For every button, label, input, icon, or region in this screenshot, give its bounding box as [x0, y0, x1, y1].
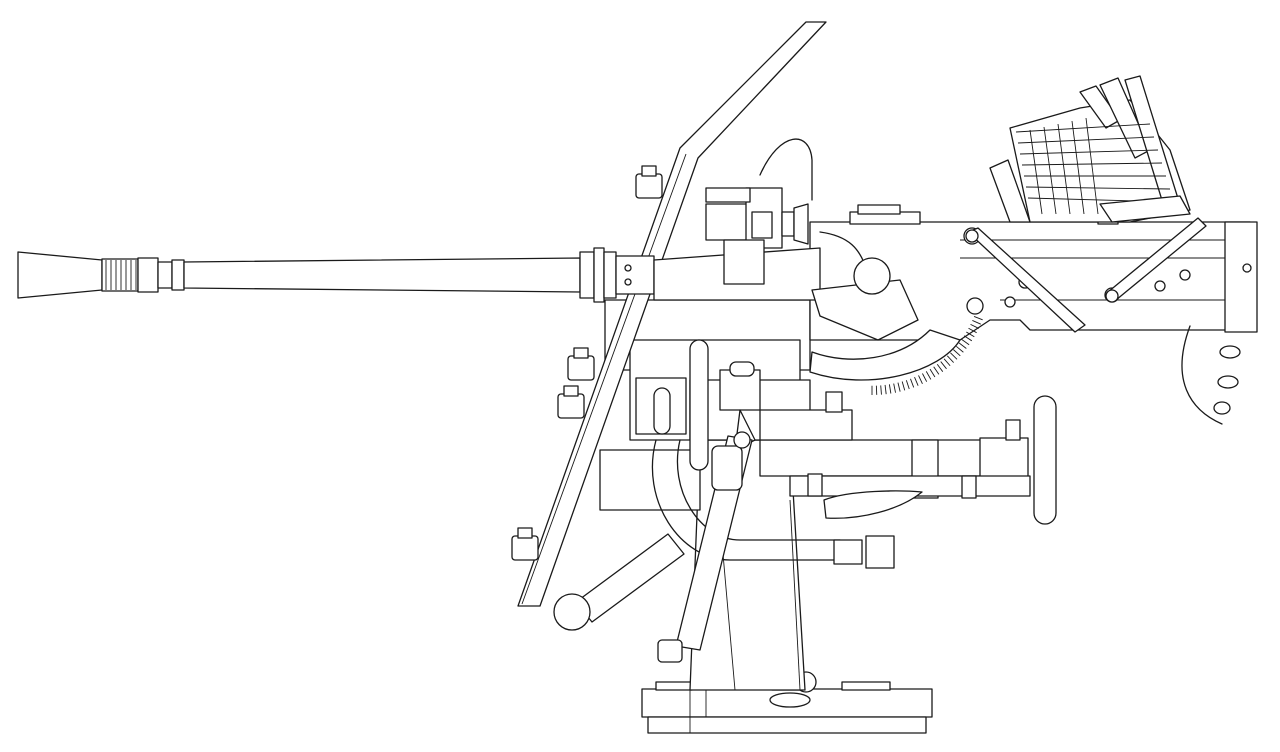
gear-tooth [880, 385, 882, 395]
recoil-housing [653, 138, 821, 301]
flash-hider-ridges [105, 260, 137, 290]
shell-line [1017, 136, 1155, 144]
rear-grip [1181, 325, 1241, 425]
barrel-assembly [17, 247, 655, 303]
clamp-cap [517, 527, 533, 539]
shell-divider [1043, 126, 1057, 215]
shell-divider [1085, 117, 1099, 215]
clamp-block [511, 535, 539, 561]
clamp-block [635, 173, 663, 199]
traverse-mechanism [759, 391, 1057, 525]
shell-divider [1029, 129, 1043, 215]
gear-tooth [946, 355, 954, 363]
clamp-cap [573, 347, 589, 359]
gear-tooth [970, 323, 980, 329]
gear-tooth [940, 361, 947, 370]
shell-divider [1071, 120, 1085, 215]
gear-tooth [973, 315, 983, 321]
shell-line [1019, 149, 1159, 155]
clamp-cap [641, 165, 657, 177]
base-plate [641, 671, 933, 734]
shell-line [1025, 186, 1171, 190]
gear-tooth [918, 375, 923, 384]
pedal-linkage [553, 431, 753, 663]
gear-tooth [958, 342, 967, 349]
shield-clamps [511, 165, 663, 561]
gun-shield [511, 21, 827, 607]
shell-divider [1057, 123, 1071, 215]
ammunition-feed [989, 75, 1191, 223]
elevation-sector [809, 231, 983, 395]
gear-tooth [950, 352, 958, 360]
gear-tooth [901, 381, 906, 391]
gear-tooth [897, 382, 901, 392]
gear-tooth [972, 320, 981, 325]
gear-tooth [936, 363, 944, 372]
clamp-cap [563, 385, 579, 397]
shell-line [1015, 123, 1151, 133]
gear-tooth [943, 358, 951, 367]
clamp-block [557, 393, 585, 419]
gear-tooth [925, 371, 932, 380]
gear-tooth [933, 366, 940, 375]
gear-tooth [953, 349, 961, 357]
gear-tooth [893, 383, 896, 393]
gear-tooth [963, 335, 973, 342]
gear-tooth [968, 327, 977, 334]
gear-tooth [922, 373, 928, 382]
gear-teeth [871, 315, 983, 395]
cocking-levers [965, 217, 1207, 333]
gear-tooth [966, 331, 975, 338]
gear-tooth [955, 345, 964, 353]
gear-tooth [884, 384, 887, 395]
gear-tooth [929, 368, 936, 378]
gear-tooth [910, 378, 915, 388]
clamp-block [567, 355, 595, 381]
gear-tooth [961, 339, 970, 346]
gear-tooth [888, 384, 892, 394]
gear-tooth [914, 377, 919, 386]
gear-tooth [905, 380, 910, 390]
